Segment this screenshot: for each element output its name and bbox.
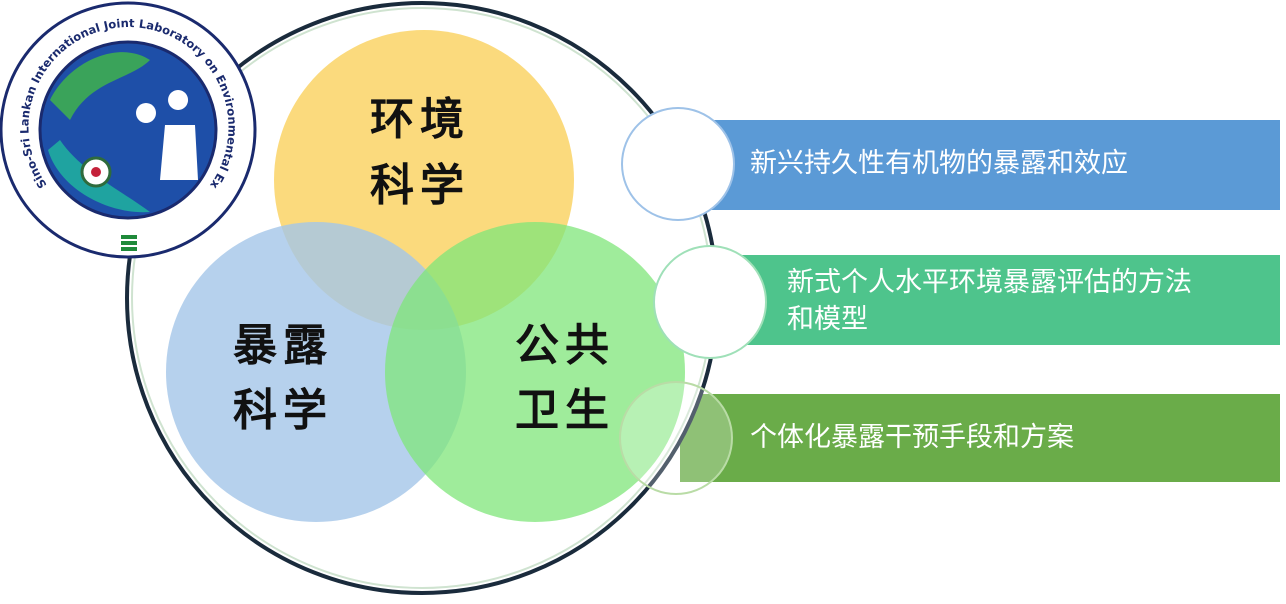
research-bubble-1 bbox=[621, 107, 735, 221]
research-bubble-2 bbox=[653, 245, 767, 359]
venn-label-exposure-line2: 科学 bbox=[233, 385, 333, 436]
research-bar-1: 新兴持久性有机物的暴露和效应 bbox=[680, 120, 1280, 210]
venn-label-environment-line1: 环境 bbox=[370, 94, 470, 145]
research-item-2-text-line2: 和模型 bbox=[787, 304, 868, 335]
research-bar-3: 个体化暴露干预手段和方案 bbox=[680, 394, 1280, 482]
venn-label-exposure-line1: 暴露 bbox=[233, 320, 333, 371]
research-bar-2-background bbox=[700, 255, 1280, 345]
logo-molecule-icon bbox=[136, 103, 156, 123]
research-bar-1-background bbox=[680, 120, 1280, 210]
research-bar-2: 新式个人水平环境暴露评估的方法 和模型 bbox=[700, 255, 1280, 345]
logo-person-silhouette-icon bbox=[160, 90, 198, 180]
logo-teal-shape bbox=[48, 140, 150, 213]
research-item-1-text: 新兴持久性有机物的暴露和效应 bbox=[750, 148, 1128, 179]
venn-circles bbox=[166, 30, 685, 522]
research-bubble-3 bbox=[619, 381, 733, 495]
research-item-2-text-line1: 新式个人水平环境暴露评估的方法 bbox=[787, 267, 1192, 298]
research-item-3-text: 个体化暴露干预手段和方案 bbox=[750, 422, 1074, 453]
lab-logo: Sino-Sri Lankan International Joint Labo… bbox=[0, 0, 257, 259]
venn-circle-health bbox=[385, 222, 685, 522]
logo-green-shape bbox=[50, 52, 150, 121]
venn-label-health-line2: 卫生 bbox=[515, 385, 615, 436]
venn-circle-exposure bbox=[166, 222, 466, 522]
venn-label-environment-line2: 科学 bbox=[370, 160, 470, 211]
venn-label-health-line1: 公共 bbox=[515, 320, 615, 371]
research-bar-3-background bbox=[680, 394, 1280, 482]
logo-magnifier-dot bbox=[91, 167, 101, 177]
logo-bottom-emblem-icon bbox=[121, 235, 137, 251]
